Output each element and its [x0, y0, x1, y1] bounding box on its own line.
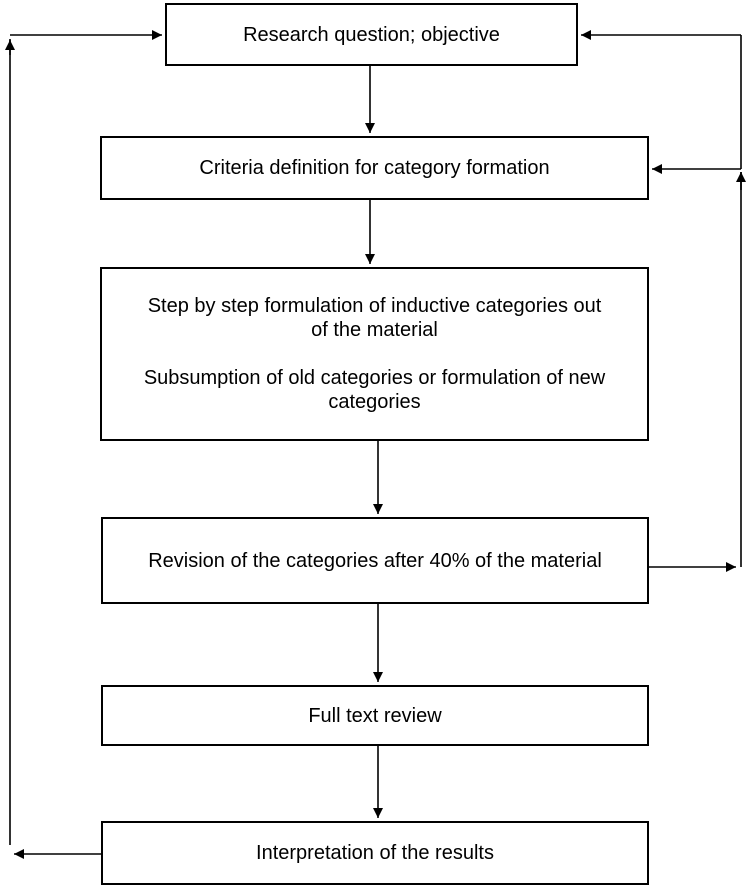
box-full-text-review: Full text review — [101, 685, 649, 746]
label-full-text-review: Full text review — [308, 704, 442, 727]
label-subsumption: Subsumption of old categories or formula… — [143, 367, 606, 413]
label-interpretation: Interpretation of the results — [256, 842, 494, 864]
box-interpretation: Interpretation of the results — [101, 821, 649, 885]
label-revision: Revision of the categories after 40% of … — [148, 549, 602, 572]
box-research-question: Research question; objective — [165, 3, 578, 66]
box-criteria-definition: Criteria definition for category formati… — [100, 136, 649, 200]
label-criteria-definition: Criteria definition for category formati… — [199, 157, 550, 179]
label-research-question: Research question; objective — [243, 23, 500, 46]
label-step-formulation: Step by step formulation of inductive ca… — [147, 295, 602, 341]
box-category-formulation: Step by step formulation of inductive ca… — [100, 267, 649, 441]
box-revision: Revision of the categories after 40% of … — [101, 517, 649, 604]
